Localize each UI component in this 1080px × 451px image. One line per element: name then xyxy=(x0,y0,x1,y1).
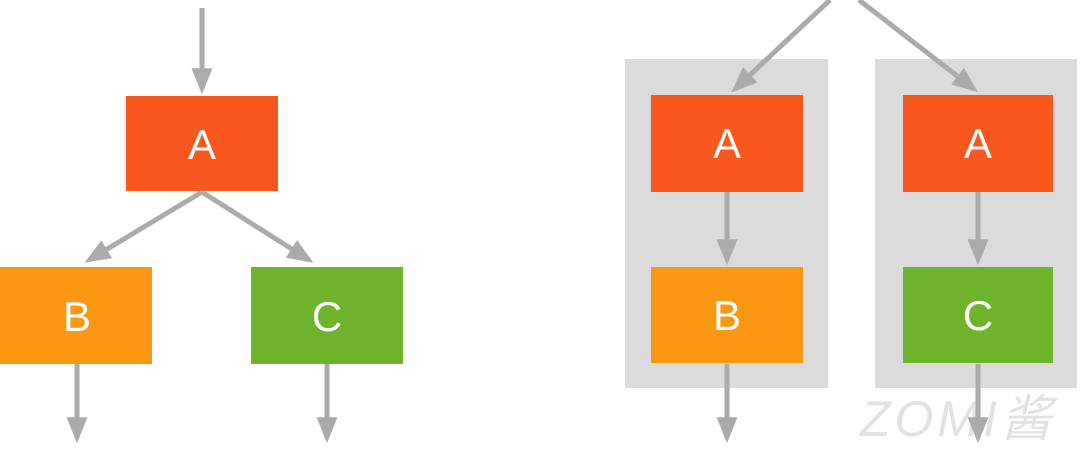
group2-node-c-box xyxy=(903,267,1053,363)
right-diagram-group-1: A B xyxy=(651,95,803,363)
arrow-into-group2-a xyxy=(857,0,979,93)
left-node-b-box xyxy=(0,267,152,364)
left-node-b-label: B xyxy=(63,293,91,340)
arrow-left-a-to-b xyxy=(84,189,204,263)
group2-node-c-label: C xyxy=(963,292,993,339)
left-node-c-label: C xyxy=(312,293,342,340)
group1-node-b-box xyxy=(651,267,803,363)
arrow-left-a-to-c xyxy=(200,189,314,263)
group1-node-a-label: A xyxy=(713,120,741,167)
arrow-into-group1-a xyxy=(731,0,832,93)
group1-node-a-box xyxy=(651,95,803,192)
left-node-c-box xyxy=(251,267,403,364)
group2-node-a-label: A xyxy=(964,120,992,167)
right-diagram-group-2: A C xyxy=(903,95,1053,363)
group2-node-a-box xyxy=(903,95,1053,192)
arrows-layer xyxy=(66,0,989,444)
left-diagram: A B C xyxy=(0,96,403,364)
watermark-text: ZOMI酱 xyxy=(859,391,1058,447)
left-node-a-box xyxy=(126,96,278,191)
left-node-a-label: A xyxy=(188,121,216,168)
group1-node-b-label: B xyxy=(713,292,741,339)
